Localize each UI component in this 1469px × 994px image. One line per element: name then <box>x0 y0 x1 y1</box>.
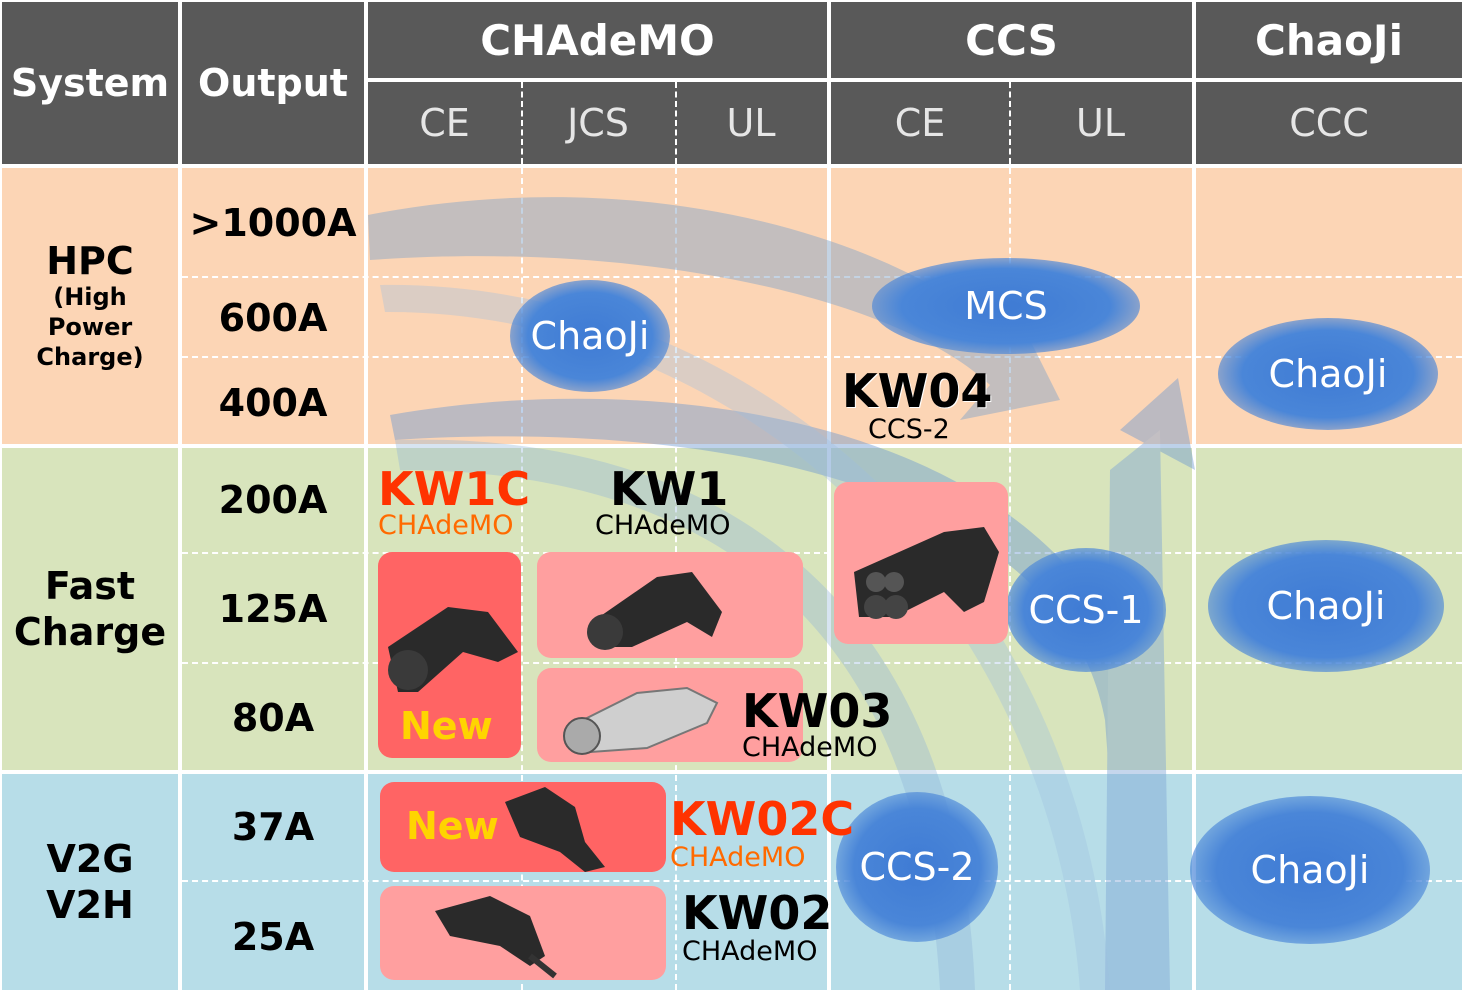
kw02c-standard: CHAdeMO <box>670 842 806 873</box>
connector-image <box>435 896 557 979</box>
hpc-label: HPC (High Power Charge) <box>2 168 178 444</box>
ccs2-blob: CCS-2 <box>836 792 998 942</box>
output-value: 25A <box>231 915 315 959</box>
hpc-title: HPC <box>46 239 134 283</box>
header-divider <box>675 82 677 164</box>
kw03-standard: CHAdeMO <box>742 732 878 763</box>
fast-charge-line: Charge <box>13 610 167 654</box>
sub-header-label: CE <box>894 101 946 145</box>
row-divider <box>182 880 1462 882</box>
output-header-label: Output <box>198 61 348 105</box>
output-value: >1000A <box>189 201 357 245</box>
kw1c-standard: CHAdeMO <box>378 510 514 541</box>
blob-label: ChaoJi <box>1250 848 1370 892</box>
group-header-label: CCS <box>965 15 1058 65</box>
system-header: System <box>2 2 178 164</box>
sub-header-ul: UL <box>1009 82 1192 164</box>
hpc-detail: Power <box>47 313 133 341</box>
kw02c-image-card: New <box>380 782 666 872</box>
sub-header-ce: CE <box>831 82 1009 164</box>
ccs1-blob: CCS-1 <box>1006 548 1166 672</box>
chaoji-blob: ChaoJi <box>1208 540 1444 672</box>
v2g-line: V2G <box>46 837 134 881</box>
connector-image <box>854 527 999 619</box>
chaoji-blob: ChaoJi <box>1190 796 1430 944</box>
sub-header-label: UL <box>1076 101 1125 145</box>
column-divider <box>364 0 368 994</box>
kw1-standard: CHAdeMO <box>595 510 731 541</box>
kw02-image-card <box>380 886 666 980</box>
group-header-chaoji: ChaoJi <box>1196 2 1462 78</box>
group-header-label: ChaoJi <box>1255 15 1403 65</box>
sub-header-label: CE <box>419 101 470 145</box>
output-value: 125A <box>218 587 328 631</box>
connector-image <box>587 572 722 650</box>
row-divider <box>182 356 1462 358</box>
system-header-label: System <box>10 61 170 105</box>
kw1-image-card <box>537 552 803 658</box>
hpc-detail: Charge) <box>36 343 144 371</box>
mcs-blob: MCS <box>872 258 1140 354</box>
hpc-band <box>2 168 1462 444</box>
kw1c-model: KW1C <box>378 462 531 516</box>
fast-charge-label: Fast Charge <box>2 448 178 770</box>
blob-label: ChaoJi <box>1268 352 1388 396</box>
header-row-divider <box>366 78 1464 82</box>
output-header: Output <box>182 2 364 164</box>
column-divider <box>1192 0 1196 994</box>
header-divider <box>521 82 523 164</box>
connector-image <box>563 686 719 755</box>
kw1c-image-card: New <box>378 552 521 758</box>
output-value: 200A <box>218 478 328 522</box>
column-divider <box>827 0 831 994</box>
v2g-label: V2G V2H <box>2 774 178 990</box>
connector-image <box>388 607 518 692</box>
group-header-label: CHAdeMO <box>480 15 715 65</box>
kw04-model: KW04 <box>842 364 993 418</box>
output-value: 37A <box>231 805 315 849</box>
grid-divider <box>1009 168 1011 990</box>
sub-header-label: UL <box>726 101 776 145</box>
kw02-standard: CHAdeMO <box>682 936 818 967</box>
v2g-line: V2H <box>46 883 134 927</box>
output-value: 600A <box>218 296 328 340</box>
kw03-model: KW03 <box>742 684 893 738</box>
new-badge: New <box>400 704 493 748</box>
header-divider <box>1009 82 1011 164</box>
connector-image <box>505 787 605 872</box>
output-value: 80A <box>231 696 315 740</box>
sub-header-jcs: JCS <box>521 82 675 164</box>
sub-header-label: CCC <box>1289 101 1369 145</box>
hpc-detail: (High <box>53 283 127 311</box>
group-header-ccs: CCS <box>831 2 1192 78</box>
new-badge: New <box>406 804 499 848</box>
chaoji-blob: ChaoJi <box>1218 318 1438 430</box>
kw04-image-card <box>834 482 1008 644</box>
column-divider <box>178 0 182 994</box>
blob-label: MCS <box>964 284 1048 328</box>
kw04-standard: CCS-2 <box>868 414 950 445</box>
kw1-model: KW1 <box>610 462 729 516</box>
fast-charge-line: Fast <box>44 564 136 608</box>
sub-header-ul: UL <box>675 82 827 164</box>
grid-divider <box>521 168 523 990</box>
blob-label: CCS-2 <box>859 845 975 889</box>
group-header-chademo: CHAdeMO <box>368 2 827 78</box>
sub-header-ce: CE <box>368 82 521 164</box>
row-divider <box>182 662 1462 664</box>
output-value: 400A <box>218 381 328 425</box>
sub-header-label: JCS <box>567 101 629 145</box>
sub-header-ccc: CCC <box>1196 82 1462 164</box>
arrow-up-right-icon <box>368 197 1060 420</box>
blob-label: CCS-1 <box>1028 588 1144 632</box>
kw03-image-card <box>537 668 803 762</box>
blob-label: ChaoJi <box>1266 584 1386 628</box>
chaoji-blob: ChaoJi <box>510 280 670 392</box>
row-divider <box>182 552 1462 554</box>
blob-label: ChaoJi <box>530 314 650 358</box>
kw02-model: KW02 <box>682 886 833 940</box>
kw02c-model: KW02C <box>670 792 855 846</box>
